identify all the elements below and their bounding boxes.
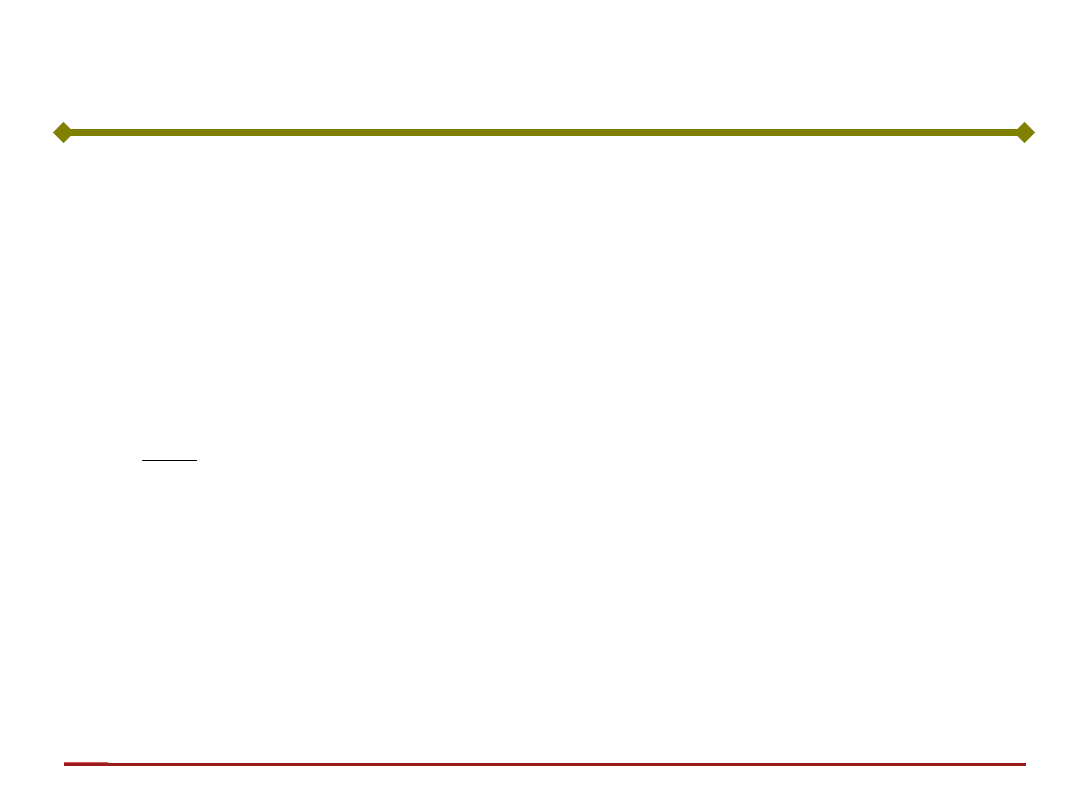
- left-diamond-icon: [52, 121, 75, 144]
- right-diamond-icon: [1013, 121, 1036, 144]
- bottom-accent-line: [64, 762, 108, 763]
- bottom-divider-line: [64, 763, 1026, 766]
- top-divider-line: [64, 129, 1024, 136]
- short-underline-mark: [142, 460, 197, 461]
